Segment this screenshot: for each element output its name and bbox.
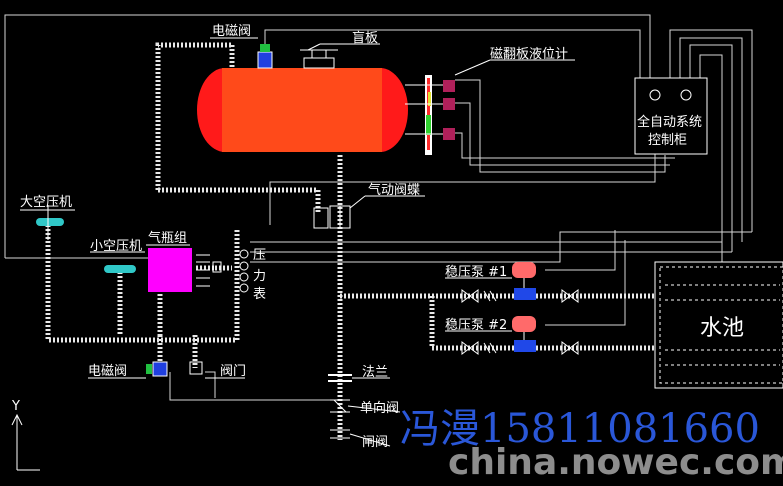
label-gauge-char-3: 表 — [253, 287, 266, 302]
label-check-valve: 单向阀 — [360, 400, 399, 416]
label-valve-bottom: 阀门 — [220, 364, 246, 379]
label-pump-1: 稳压泵 #1 — [445, 264, 507, 280]
pump-1 — [512, 262, 536, 300]
label-big-compressor: 大空压机 — [20, 195, 72, 210]
label-gauge-char-1: 压 — [253, 248, 266, 263]
label-solenoid-bottom: 电磁阀 — [88, 364, 127, 379]
magnetic-level-gauge — [405, 75, 455, 155]
solenoid-valve-top — [257, 44, 273, 69]
label-control-cabinet-1: 全自动系统 — [637, 114, 702, 130]
watermark-site: china.nowec.com — [448, 442, 783, 483]
label-flange: 法兰 — [362, 365, 388, 380]
label-axis-y: Y — [11, 399, 20, 414]
label-pump-2: 稳压泵 #2 — [445, 317, 507, 333]
pipe-valves — [461, 289, 579, 355]
control-cabinet — [634, 77, 708, 155]
label-solenoid-top: 电磁阀 — [212, 24, 251, 39]
air-pipes — [45, 42, 655, 440]
label-control-cabinet-2: 控制柜 — [648, 133, 687, 148]
gate-valve-bottom-left — [189, 361, 203, 375]
label-gas-cylinder-group: 气瓶组 — [148, 230, 187, 246]
label-small-compressor: 小空压机 — [90, 239, 142, 254]
label-gate-valve: 闸阀 — [362, 435, 388, 450]
pneumatic-butterfly-valve — [313, 205, 351, 229]
control-wiring — [4, 14, 753, 401]
tank-body — [222, 68, 382, 152]
pump-2 — [512, 316, 536, 352]
solenoid-valve-bottom — [146, 361, 168, 377]
main-pipe-fittings — [328, 374, 352, 439]
label-blind-plate: 盲板 — [352, 30, 378, 46]
storage-tank — [197, 49, 408, 152]
gas-cylinder-group — [148, 248, 222, 292]
label-level-gauge: 磁翻板液位计 — [490, 47, 568, 62]
water-pool — [654, 261, 783, 389]
label-gauge-char-2: 力 — [253, 269, 266, 284]
label-leaders — [20, 37, 575, 447]
big-compressor — [36, 205, 64, 240]
watermark-contact: 冯漫15811081660 — [400, 406, 760, 452]
pressure-gauges — [239, 249, 249, 293]
blind-plate-shape — [303, 57, 335, 69]
axis-indicator — [11, 413, 40, 471]
label-pool: 水池 — [700, 316, 744, 341]
small-compressor — [104, 265, 136, 273]
label-pneumatic-butterfly: 气动阀蝶 — [368, 182, 420, 198]
